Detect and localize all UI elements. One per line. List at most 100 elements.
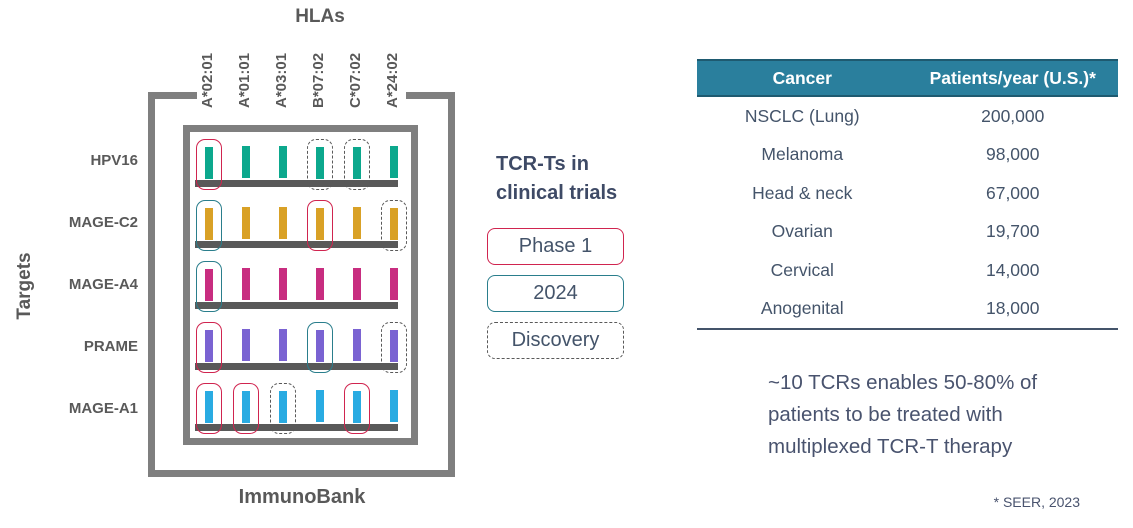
grid-row xyxy=(190,376,411,437)
tcr-bar xyxy=(279,146,287,178)
table-row: Melanoma 98,000 xyxy=(697,136,1118,175)
bar-cell xyxy=(381,139,407,190)
tcr-bar xyxy=(205,269,213,301)
tcr-bar xyxy=(353,329,361,361)
tcr-bar xyxy=(316,268,324,300)
tcr-bar xyxy=(390,330,398,362)
table-cell-cancer: Ovarian xyxy=(771,221,833,242)
tcr-bar xyxy=(390,390,398,422)
table-cell-cancer: Cervical xyxy=(770,259,834,280)
bar-cell-y2024-outline xyxy=(307,322,333,373)
tcr-bar xyxy=(390,268,398,300)
bar-cell xyxy=(344,200,370,251)
table-cell-patients: 200,000 xyxy=(981,105,1045,126)
tcr-bar xyxy=(242,207,250,239)
frame-left-edge xyxy=(148,92,155,477)
bar-cell-discovery-outline xyxy=(344,139,370,190)
grid-row xyxy=(190,132,411,193)
bar-cell-discovery-outline xyxy=(307,139,333,190)
bar-cell xyxy=(344,261,370,312)
hla-column-label: A*02:01 xyxy=(199,52,216,108)
bar-cell-discovery-outline xyxy=(381,322,407,373)
grid-row xyxy=(190,193,411,254)
shelf-bar xyxy=(195,180,398,187)
tcr-bar xyxy=(205,208,213,240)
immunobank-grid xyxy=(183,125,418,445)
grid-row xyxy=(190,254,411,315)
table-cell-cancer: NSCLC (Lung) xyxy=(744,105,860,126)
target-row-label: MAGE-A4 xyxy=(68,276,138,293)
bar-cell xyxy=(270,261,296,312)
tcr-bar xyxy=(353,391,361,423)
tcr-bar xyxy=(205,330,213,362)
tcr-bar xyxy=(205,147,213,179)
bar-cell xyxy=(307,383,333,434)
table-cell-cancer: Head & neck xyxy=(752,182,853,203)
shelf-bar xyxy=(195,302,398,309)
tcr-bar xyxy=(242,268,250,300)
bar-cell-discovery-outline xyxy=(270,383,296,434)
frame-top-right-segment xyxy=(406,92,455,99)
target-row-label: MAGE-A1 xyxy=(68,400,138,417)
target-row-label: HPV16 xyxy=(90,152,138,169)
table-cell-patients: 18,000 xyxy=(985,298,1040,319)
table-cell-patients: 98,000 xyxy=(985,144,1040,165)
table-cell-cancer: Melanoma xyxy=(761,144,844,165)
target-row-label: PRAME xyxy=(83,338,138,355)
bar-cell-y2024-outline xyxy=(196,200,222,251)
tcr-bar xyxy=(316,208,324,240)
bar-cell xyxy=(233,139,259,190)
legend-item-phase1: Phase 1 xyxy=(487,228,624,265)
bar-cell xyxy=(381,383,407,434)
bar-cell-discovery-outline xyxy=(381,200,407,251)
table-header-cell: Patients/year (U.S.)* xyxy=(929,67,1096,88)
callout-line2: patients to be treated with xyxy=(768,403,1003,426)
tcr-bar xyxy=(316,147,324,179)
bar-cell xyxy=(270,139,296,190)
bar-cell-phase1-outline xyxy=(196,383,222,434)
table-row: Cervical 14,000 xyxy=(697,251,1118,290)
tcr-bar xyxy=(279,268,287,300)
target-row-label: MAGE-C2 xyxy=(68,214,138,231)
tcr-bar xyxy=(279,207,287,239)
bar-cell xyxy=(233,261,259,312)
bar-cell-phase1-outline xyxy=(233,383,259,434)
tcr-bar xyxy=(279,391,287,423)
table-cell-patients: 14,000 xyxy=(985,259,1040,280)
tcr-bar xyxy=(205,391,213,423)
legend-title-line2: clinical trials xyxy=(496,182,618,204)
tcr-bar xyxy=(353,147,361,179)
bar-cell xyxy=(344,322,370,373)
tcr-bar xyxy=(242,391,250,423)
table-row: Anogenital 18,000 xyxy=(697,290,1118,329)
shelf-bar xyxy=(195,363,398,370)
hla-column-label: B*07:02 xyxy=(310,52,327,108)
legend-title-line1: TCR-Ts in xyxy=(496,153,589,175)
immunobank-label: ImmunoBank xyxy=(238,486,366,508)
hla-column-label: A*03:01 xyxy=(273,52,290,108)
bar-cell-phase1-outline xyxy=(344,383,370,434)
hlas-axis-title: HLAs xyxy=(295,6,345,27)
tcr-bar xyxy=(316,330,324,362)
tcr-bar xyxy=(353,268,361,300)
bar-cell-phase1-outline xyxy=(307,200,333,251)
tcr-bar xyxy=(279,329,287,361)
bar-cell xyxy=(307,261,333,312)
bar-cell-y2024-outline xyxy=(196,261,222,312)
bar-cell-phase1-outline xyxy=(196,322,222,373)
hla-column-label: C*07:02 xyxy=(347,52,364,108)
bar-cell xyxy=(270,200,296,251)
bar-cell xyxy=(233,322,259,373)
tcr-bar xyxy=(316,390,324,422)
hla-column-label: A*01:01 xyxy=(236,52,253,108)
shelf-bar xyxy=(195,424,398,431)
tcr-bar xyxy=(242,329,250,361)
tcr-bar xyxy=(390,146,398,178)
table-cell-cancer: Anogenital xyxy=(760,298,844,319)
